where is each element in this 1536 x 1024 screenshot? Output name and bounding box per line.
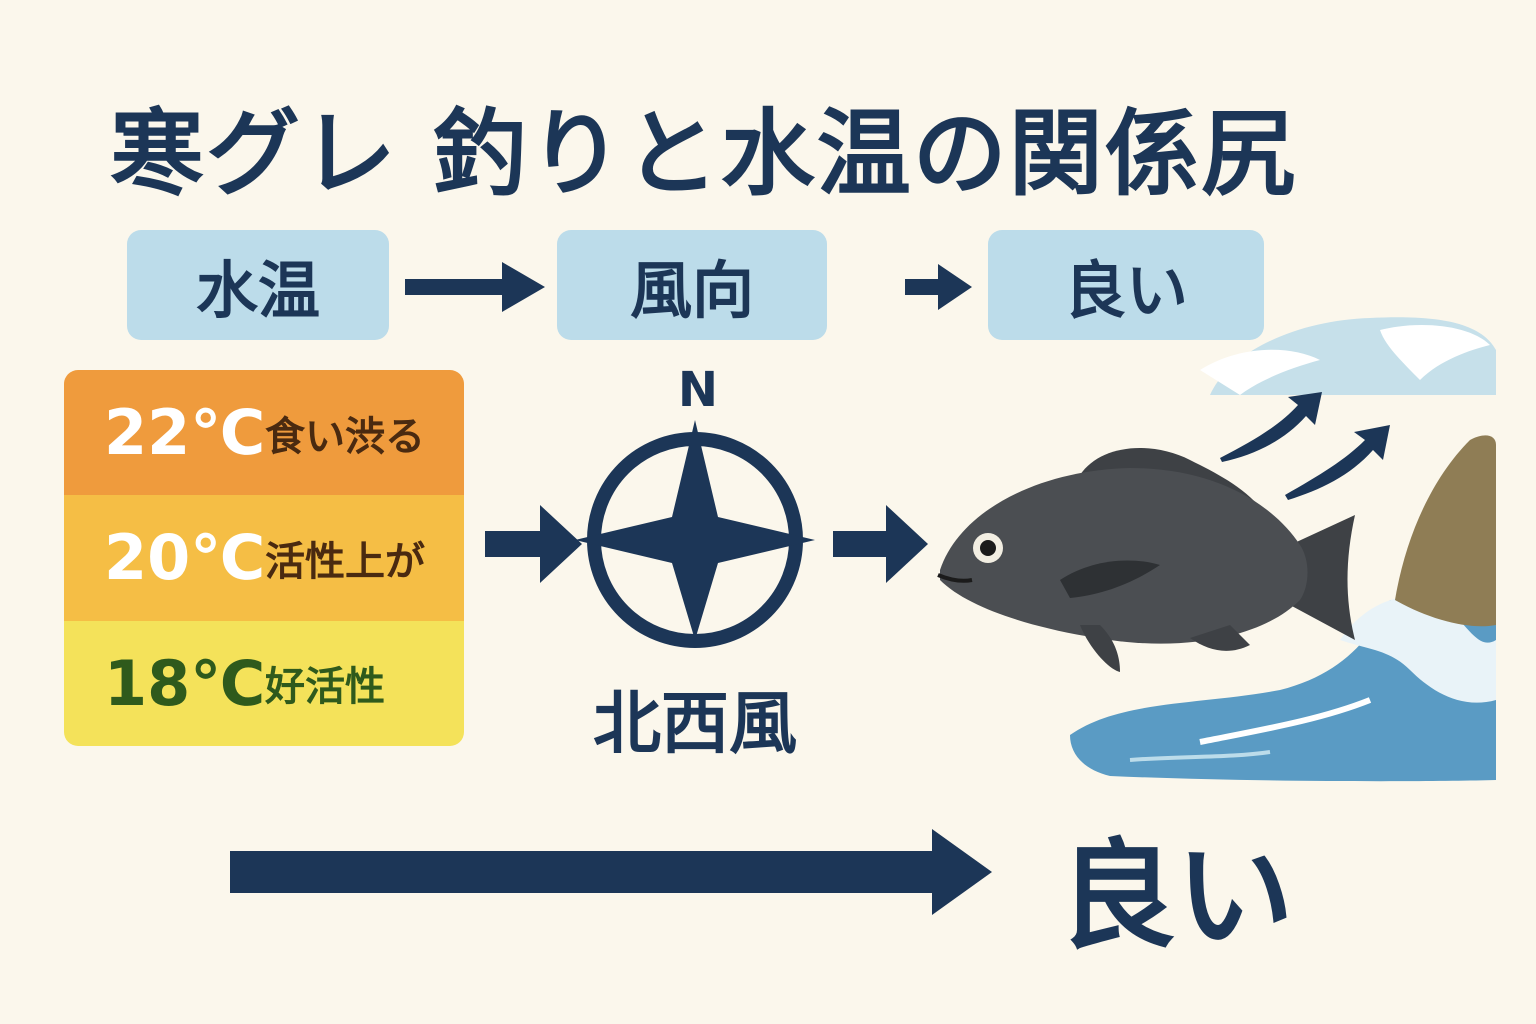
wave-icon (1070, 317, 1496, 782)
temp-note: 食い渋る (265, 413, 425, 460)
step-wind-direction: 風向 (557, 230, 827, 340)
wind-direction-label: 北西風 (592, 685, 797, 764)
wind-arrow-icon (1220, 392, 1390, 500)
page-title: 寒グレ 釣りと水温の関係尻 (110, 100, 1297, 209)
result-label: 良い (1058, 827, 1295, 965)
temp-note: 活性上が (265, 538, 425, 585)
step-good: 良い (988, 230, 1264, 340)
temp-row-18: 18℃ 好活性 (64, 620, 464, 746)
temp-value: 22℃ (104, 396, 266, 470)
long-arrow (230, 829, 992, 915)
step-water-temp: 水温 (127, 230, 389, 340)
flow-arrow-1 (405, 262, 545, 312)
arrow-temp-to-compass (485, 505, 582, 583)
arrow-compass-to-fish (833, 505, 928, 583)
north-label: N (677, 362, 719, 418)
fish-icon (937, 448, 1355, 672)
rock-icon (1395, 435, 1496, 627)
temp-value: 18℃ (104, 646, 266, 720)
temp-row-22: 22℃ 食い渋る (64, 370, 464, 496)
temperature-table: 22℃ 食い渋る 20℃ 活性上が 18℃ 好活性 (64, 370, 464, 746)
compass-icon (575, 420, 815, 648)
flow-arrow-2 (905, 264, 972, 310)
temp-value: 20℃ (104, 521, 266, 595)
temp-note: 好活性 (265, 664, 385, 711)
temp-row-20: 20℃ 活性上が (64, 495, 464, 621)
